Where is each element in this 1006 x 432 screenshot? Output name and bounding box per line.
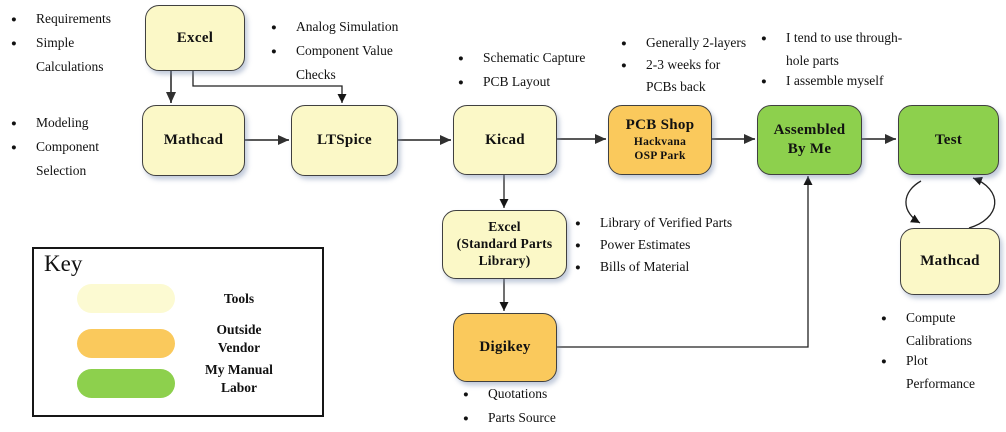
node-label: By Me bbox=[787, 141, 832, 157]
note-kicad: Schematic Capture PCB Layout bbox=[455, 47, 585, 95]
bullet-icon bbox=[758, 71, 786, 94]
note-modeling: Modeling Component Selection bbox=[8, 112, 99, 181]
legend-swatch-outside-vendor bbox=[77, 329, 175, 358]
bullet-icon bbox=[268, 16, 296, 40]
bullet-icon bbox=[758, 28, 786, 51]
node-mathcad-bottom: Mathcad bbox=[900, 228, 1000, 295]
bullet-icon bbox=[460, 383, 488, 407]
node-mathcad-top: Mathcad bbox=[142, 105, 245, 176]
connector-digikey-to-assembled bbox=[555, 176, 813, 348]
bullet-icon bbox=[455, 47, 483, 71]
bullet-icon bbox=[455, 71, 483, 95]
node-label: LTSpice bbox=[317, 132, 372, 149]
bullet-icon bbox=[8, 136, 36, 160]
bullet-icon bbox=[268, 40, 296, 64]
node-assembled-by-me: Assembled By Me bbox=[757, 105, 862, 175]
node-label: (Standard Parts bbox=[456, 236, 553, 252]
note-digikey: Quotations Parts Source bbox=[460, 383, 556, 431]
loop-arc-test-to-mathcad bbox=[905, 180, 922, 224]
bullet-icon bbox=[8, 112, 36, 136]
bullet-icon bbox=[572, 213, 600, 235]
node-label: Library) bbox=[478, 252, 531, 268]
node-label: Excel bbox=[176, 29, 214, 46]
node-label: Excel bbox=[488, 219, 521, 235]
legend-swatch-tools bbox=[77, 284, 175, 313]
bullet-icon bbox=[8, 8, 36, 32]
node-pcb-shop: PCB Shop Hackvana OSP Park bbox=[608, 105, 712, 175]
bullet-icon bbox=[618, 55, 646, 77]
note-standard-parts-library: Library of Verified Parts Power Estimate… bbox=[572, 213, 732, 279]
node-label: PCB Shop bbox=[625, 117, 695, 134]
bullet-icon bbox=[878, 351, 906, 374]
node-label: Mathcad bbox=[920, 253, 980, 270]
note-assembled: I tend to use through- hole parts I asse… bbox=[758, 28, 902, 94]
legend-label-my-manual-labor: My Manual Labor bbox=[205, 362, 273, 395]
node-sublabel: Hackvana bbox=[633, 136, 687, 148]
legend-label-outside-vendor: Outside Vendor bbox=[216, 322, 262, 355]
node-sublabel: OSP Park bbox=[634, 150, 686, 163]
legend-label-tools: Tools bbox=[223, 291, 255, 306]
node-test: Test bbox=[898, 105, 999, 175]
node-excel-top: Excel bbox=[145, 5, 245, 71]
bullet-icon bbox=[618, 33, 646, 55]
node-ltspice: LTSpice bbox=[291, 105, 398, 176]
note-mathcad-bottom: Compute Calibrations Plot Performance bbox=[878, 308, 975, 394]
bullet-icon bbox=[460, 407, 488, 431]
connector-excel-to-ltspice bbox=[192, 69, 347, 103]
node-label: Mathcad bbox=[163, 132, 224, 149]
note-analog-simulation: Analog Simulation Component Value Checks bbox=[268, 16, 398, 85]
note-requirements: Requirements Simple Calculations bbox=[8, 8, 111, 77]
node-label: Test bbox=[934, 131, 963, 148]
bullet-icon bbox=[878, 308, 906, 331]
loop-arc-mathcad-to-test bbox=[968, 176, 996, 229]
node-excel-standard-parts-library: Excel (Standard Parts Library) bbox=[442, 210, 567, 279]
node-digikey: Digikey bbox=[453, 313, 557, 382]
note-pcb-shop: Generally 2-layers 2-3 weeks for PCBs ba… bbox=[618, 33, 746, 97]
bullet-icon bbox=[572, 235, 600, 257]
node-label: Assembled bbox=[773, 122, 846, 139]
bullet-icon bbox=[8, 32, 36, 56]
legend-title: Key bbox=[44, 251, 83, 276]
node-label: Digikey bbox=[479, 339, 531, 356]
legend-box: Key Tools Outside Vendor My Manual Labor bbox=[32, 247, 324, 417]
node-kicad: Kicad bbox=[453, 105, 557, 175]
bullet-icon bbox=[572, 257, 600, 279]
legend-swatch-my-manual-labor bbox=[77, 369, 175, 398]
node-label: Kicad bbox=[485, 131, 525, 148]
